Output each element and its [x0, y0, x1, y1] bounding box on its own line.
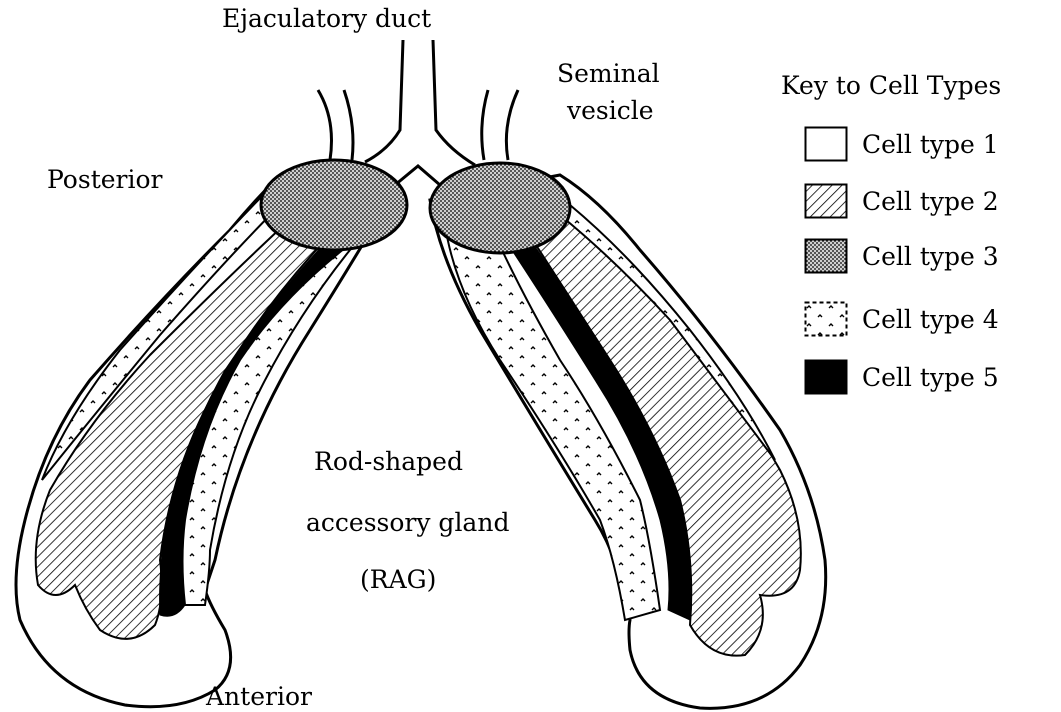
left-seminal-vesicle-line-outer	[318, 90, 332, 160]
key-item-cell-type-5: Cell type 5	[804, 361, 999, 393]
rag-label-line1: Rod-shaped	[314, 446, 463, 478]
key-item-cell-type-4: Cell type 4	[804, 303, 999, 335]
left-seminal-vesicle-line-inner	[344, 90, 353, 160]
key-item-cell-type-3: Cell type 3	[804, 240, 999, 272]
diagonal-hatch-swatch-icon	[804, 183, 848, 219]
key-item-cell-type-2: Cell type 2	[804, 185, 999, 217]
white-swatch-icon	[804, 126, 848, 162]
left-ejaculatory-line	[365, 40, 403, 162]
solid-black-swatch-icon	[804, 359, 848, 395]
key-item-label: Cell type 5	[862, 363, 999, 392]
right-gland-type3-cap	[430, 163, 570, 253]
left-gland-type3-cap	[261, 160, 407, 250]
key-item-label: Cell type 3	[862, 242, 999, 271]
right-seminal-vesicle-line-outer	[506, 90, 518, 160]
left-gland	[16, 160, 407, 707]
right-ejaculatory-line	[433, 40, 475, 165]
posterior-label: Posterior	[47, 164, 162, 196]
seminal-vesicle-label-line1: Seminal	[557, 58, 660, 90]
ejaculatory-duct-label: Ejaculatory duct	[222, 3, 431, 35]
stipple-swatch-icon	[804, 238, 848, 274]
right-seminal-vesicle-line-inner	[482, 90, 488, 160]
rag-label-line3: (RAG)	[360, 564, 436, 596]
duct-junction	[395, 166, 440, 185]
rag-label-line2: accessory gland	[306, 507, 509, 539]
dots-swatch-icon	[804, 301, 848, 337]
anterior-label: Anterior	[206, 681, 312, 712]
key-item-cell-type-1: Cell type 1	[804, 128, 999, 160]
right-gland	[430, 163, 826, 708]
key-title: Key to Cell Types	[781, 70, 1001, 102]
seminal-vesicle-label-line2: vesicle	[567, 95, 654, 127]
key-item-label: Cell type 1	[862, 130, 999, 159]
key-item-label: Cell type 2	[862, 187, 999, 216]
key-item-label: Cell type 4	[862, 305, 999, 334]
